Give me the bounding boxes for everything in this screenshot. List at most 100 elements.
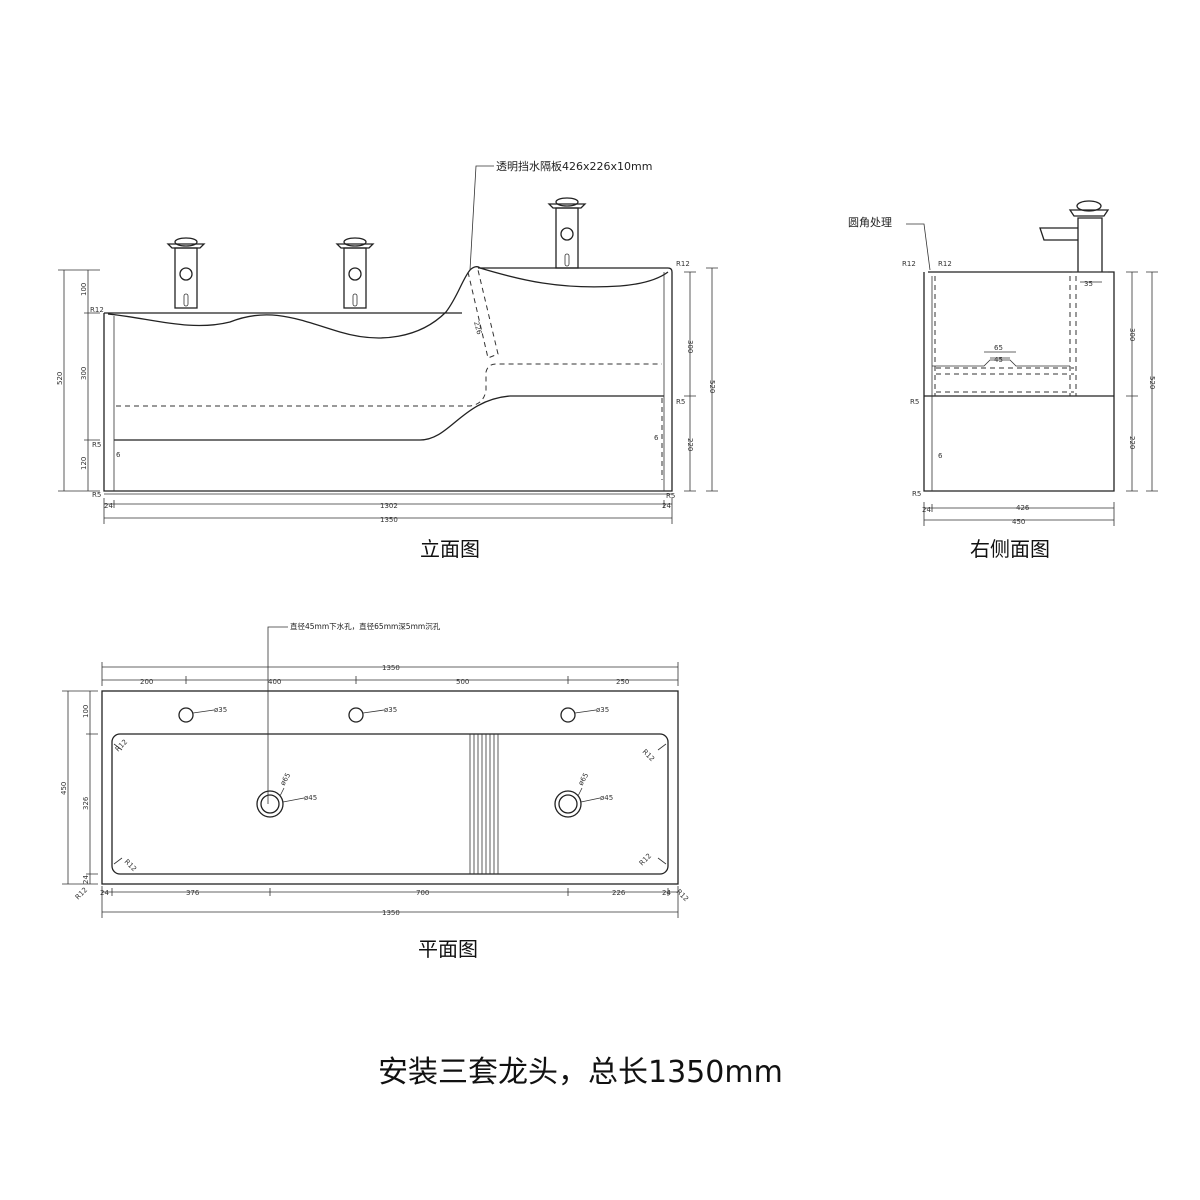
faucet-2-cap-icon: [343, 237, 367, 247]
faucet-1-cap-icon: [174, 237, 198, 247]
plan-r12-f: R12: [675, 888, 690, 903]
faucet-hole-1-leader: [192, 709, 215, 714]
drain-1-inner: [260, 794, 280, 814]
front-r12-left: R12: [90, 306, 104, 314]
front-dim-220-right: 220: [686, 438, 694, 451]
side-right-dim-lines: [1126, 271, 1158, 492]
side-faucet-spout-icon: [1039, 227, 1078, 241]
plan-r12-e: R12: [74, 886, 89, 901]
side-dim-faucet-off: 35: [1084, 280, 1093, 288]
plan-dim-200: 200: [140, 678, 153, 686]
front-dim-height-left: 520: [56, 372, 64, 385]
drain-1-outer: [256, 790, 284, 818]
faucet-hole-2: [348, 707, 364, 723]
front-dim-partition: 226: [472, 320, 483, 336]
drain-1-leader-45: [282, 797, 305, 803]
plan-r12-d: R12: [638, 852, 653, 867]
side-faucet-body-icon: [1077, 217, 1103, 272]
drain-1-leader-65: [279, 787, 285, 797]
plan-dim-100: 100: [82, 705, 90, 718]
faucet-hole-2-leader: [362, 709, 385, 714]
faucet-3-sensor-icon: [560, 227, 574, 241]
plan-left-dim-lines: [62, 690, 98, 885]
plan-dim-250: 250: [616, 678, 629, 686]
side-body-outline: [923, 271, 1115, 492]
plan-top-dim-lines: [101, 662, 679, 686]
front-dim-side-left: 24: [104, 502, 113, 510]
faucet-1: [166, 237, 206, 309]
front-left-dim-lines: [58, 269, 100, 492]
right-side-view: 圆角处理 R12 R12 R5 R5 6 65 45 35 300 220 52…: [848, 200, 1158, 561]
side-r12-b: R12: [938, 260, 952, 268]
front-dim-300-left: 300: [80, 367, 88, 380]
faucet-1-head-icon: [166, 243, 206, 249]
front-r5-b: R5: [92, 491, 101, 499]
side-view-title: 右侧面图: [970, 537, 1050, 561]
front-r5-a: R5: [92, 441, 101, 449]
plan-bottom-dim-lines: [101, 886, 679, 918]
faucet-2-slot-icon: [352, 293, 358, 307]
side-shelf-top: [932, 359, 1070, 367]
plan-view-title: 平面图: [418, 937, 478, 961]
front-right-basin-wave: [479, 267, 669, 288]
side-dim-slot-inner: 45: [994, 356, 1003, 364]
front-thick-r: 6: [654, 434, 659, 442]
faucet-1-slot-icon: [183, 293, 189, 307]
front-dim-inner-width: 1302: [380, 502, 398, 510]
plan-dim-24-v: 24: [82, 875, 90, 884]
side-dim-220: 220: [1128, 436, 1136, 449]
side-dim-slot-outer: 65: [994, 344, 1003, 352]
plan-dim-total-bottom: 1350: [382, 909, 400, 917]
front-r5-c: R5: [676, 398, 685, 406]
plan-dim-700: 700: [416, 889, 429, 897]
plan-hole-1-label: ø35: [214, 706, 227, 714]
front-dim-100: 100: [80, 283, 88, 296]
faucet-3-body-icon: [555, 207, 579, 269]
plan-partition-grooves: [469, 734, 499, 874]
drain-2-leader-45: [580, 797, 601, 803]
front-partition-hidden: [467, 269, 499, 359]
plan-dim-376: 376: [186, 889, 200, 897]
faucet-2-body-icon: [343, 247, 367, 309]
front-note: 透明挡水隔板426x226x10mm: [496, 159, 652, 173]
drain-2-label-65: ø65: [577, 772, 591, 787]
faucet-hole-1: [178, 707, 194, 723]
faucet-1-sensor-icon: [179, 267, 193, 281]
front-r12-right: R12: [676, 260, 690, 268]
plan-dim-500: 500: [456, 678, 469, 686]
front-thick: 6: [116, 451, 121, 459]
plan-dim-total-top: 1350: [382, 664, 400, 672]
faucet-1-body-icon: [174, 247, 198, 309]
side-r12: R12: [902, 260, 916, 268]
side-dim-426: 426: [1016, 504, 1030, 512]
plan-corner-marks: [113, 743, 667, 865]
faucet-hole-3-leader: [574, 709, 597, 714]
side-dim-300: 300: [1128, 328, 1136, 341]
faucet-3-slot-icon: [564, 253, 570, 267]
side-faucet: [1039, 200, 1110, 273]
front-dim-300-right: 300: [686, 340, 694, 353]
drawing-caption: 安装三套龙头，总长1350mm: [378, 1055, 783, 1090]
plan-dim-400: 400: [268, 678, 281, 686]
plan-dim-226: 226: [612, 889, 626, 897]
plan-note: 直径45mm下水孔，直径65mm深5mm沉孔: [290, 621, 441, 631]
side-r5: R5: [910, 398, 919, 406]
side-dim-520: 520: [1148, 376, 1156, 389]
front-right-dim-lines: [684, 267, 718, 492]
faucet-3-cap-icon: [555, 197, 579, 207]
plan-note-leader: [267, 626, 288, 804]
drain-2-label-45: ø45: [600, 794, 613, 802]
side-dim-450: 450: [1012, 518, 1025, 526]
front-inner-curve: [114, 395, 664, 441]
plan-outer-rect: [101, 690, 679, 885]
plan-dim-24-left: 24: [100, 889, 109, 897]
plan-dim-24-right: 24: [662, 889, 671, 897]
side-note-leader: [906, 223, 931, 271]
plan-r12-c: R12: [123, 858, 138, 873]
front-view-title: 立面图: [420, 537, 480, 561]
side-note: 圆角处理: [848, 216, 892, 229]
plan-basin-rect: [111, 733, 669, 875]
front-dim-total-width: 1350: [380, 516, 398, 524]
front-left-basin-hidden: [116, 363, 662, 407]
side-hidden-right: [1069, 276, 1077, 396]
